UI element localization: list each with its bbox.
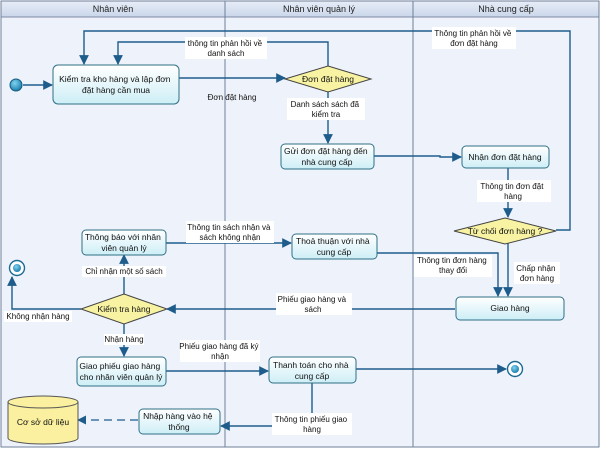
label-phan-hoi-don: Thông tin phản hồi về đơn đặt hàng [434,29,513,48]
label-bg-tt-don-thay-doi [414,255,492,277]
action-giao-phieu[interactable] [76,356,167,387]
label-bg-tt-phieu-giao [272,413,352,435]
action-gui-don[interactable] [280,143,375,170]
label-don-dat-hang: Đơn đặt hàng [208,93,257,102]
flow-tt-don-thay-doi [377,252,503,297]
label-tt-don-thay-doi: Thông tin đơn hàng thay đổi [417,256,489,275]
flow-phan-hoi-don [79,30,571,231]
lane-title-ncc: Nhà cung cấp [478,4,534,14]
label-bg-tt-don [477,180,551,202]
action-thong-bao-label: Thông báo với nhân viên quản lý [85,232,163,253]
decision-don-dat-hang[interactable] [283,65,373,93]
decision-kiem-tra-hang-label: Kiểm tra hàng [98,304,151,314]
label-phieu-da-ky: Phiếu giao hàng đã ký nhận [179,342,260,361]
action-giao-phieu-label: Giao phiếu giao hàng cho nhân viên quản … [79,361,163,382]
label-phieu-giao: Phiếu giao hàng và sách [278,295,349,314]
label-ds-kiem-tra: Danh sách sách đã kiểm tra [291,100,362,119]
flow-gui-don [374,152,462,162]
label-tt-phieu-giao: Thông tin phiếu giao hàng [275,415,350,434]
action-thanh-toan-label: Thanh toán cho nhà cung cấp [273,360,351,381]
label-bg-tt-sach-nhan [186,221,274,243]
lane-title-quanly: Nhân viên quản lý [283,4,356,14]
action-thoa-thuan-label: Thoả thuận với nhà cung cấp [296,236,372,257]
database-label: Cơ sở dữ liệu [17,417,70,427]
database-icon [7,395,79,445]
label-bg-chi-nhan [82,266,166,277]
label-bg-phan-hoi-don [432,27,516,49]
label-bg-ds-kiem-tra [287,98,365,120]
action-nhap-hang[interactable] [138,408,221,435]
action-thoa-thuan[interactable] [291,233,378,260]
start-node [9,78,23,92]
end-node-1-dot [13,264,21,272]
action-nhan-don-label: Nhận đơn đặt hàng [468,152,541,162]
label-bg-phieu-giao [276,293,352,315]
action-nhap-hang-label: Nhập hàng vào hệ thống [143,411,215,432]
label-chi-nhan: Chỉ nhận một số sách [85,267,162,276]
decision-tu-choi[interactable] [453,217,557,245]
action-gui-don-label: Gửi đơn đặt hàng đến nhà cung cấp [284,146,370,167]
label-bg-nhan-hang [104,334,144,345]
flow-khong-nhan [7,276,81,310]
label-bg-chap-nhan [514,262,560,284]
action-giao-hang[interactable] [455,296,565,321]
action-nhan-don[interactable] [461,145,550,169]
decision-don-dat-hang-label: Đơn đặt hàng [302,74,354,84]
action-kiem-tra-kho[interactable] [52,64,180,105]
decision-kiem-tra-hang[interactable] [79,293,169,325]
label-tt-don: Thông tin đơn đặt hàng [480,182,545,201]
end-node-2-dot [511,365,519,373]
label-bg-phan-hoi-danh-sach [185,37,267,59]
label-khong-nhan: Không nhận hàng [6,312,69,321]
label-nhan-hang: Nhận hàng [104,335,143,344]
action-kiem-tra-kho-label: Kiểm tra kho hàng và lập đơn đặt hàng cầ… [59,74,173,95]
action-thong-bao[interactable] [81,229,167,256]
action-thanh-toan[interactable] [268,356,357,384]
label-tt-sach-nhan: Thông tin sách nhận và sách không nhận [187,223,272,242]
decision-tu-choi-label: Từ chối đơn hàng ? [468,226,543,236]
label-bg-phieu-da-ky [180,340,260,362]
label-bg-khong-nhan [4,311,72,322]
label-chap-nhan: Chấp nhận đơn hàng [516,264,557,283]
action-giao-hang-label: Giao hàng [490,303,529,313]
lane-title-nhanvien: Nhân viên [93,4,134,14]
label-phan-hoi-danh-sach: thông tin phản hồi về danh sách [188,39,265,58]
